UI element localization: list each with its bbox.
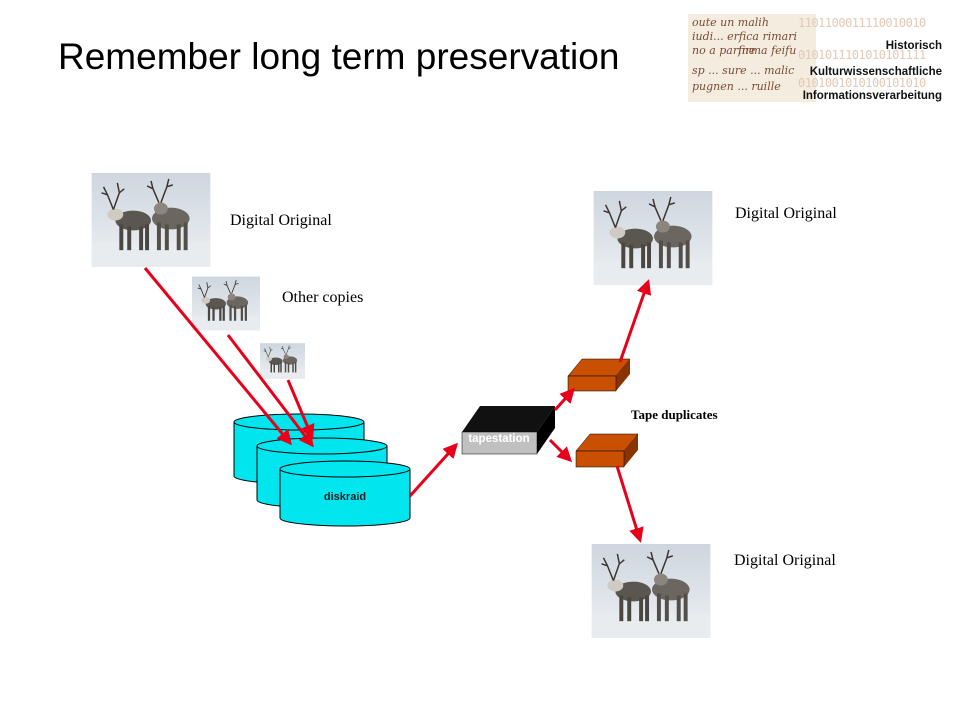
- arrow-small-copy-to-disk: [286, 379, 315, 440]
- manuscript-line: iudi... erfica rimari: [692, 30, 798, 43]
- arrow-original-to-disk: [143, 267, 292, 446]
- arrow-copy-to-disk: [226, 334, 314, 448]
- manuscript-fragment: oute un malih iudi... erfica rimari no a…: [688, 14, 816, 102]
- reindeer-photo-original: [91, 173, 211, 267]
- arrow-tapestation-to-tape-upper: [553, 387, 576, 412]
- label-other-copies: Other copies: [282, 289, 363, 306]
- slide-title: Remember long term preservation: [58, 36, 620, 77]
- logo-bits-line: 0101001010100101010: [798, 76, 926, 90]
- tapestation-label: tapestation: [468, 433, 529, 445]
- arrow-disk-to-tapestation: [408, 442, 459, 498]
- tape-station: tapestation: [461, 406, 555, 455]
- hki-logo: oute un malih iudi... erfica rimari no a…: [688, 14, 950, 102]
- reindeer-photo-restored-bottom: [591, 544, 711, 638]
- manuscript-line: firma feifu: [738, 44, 797, 57]
- logo-bits-line: 1101100011110010010: [798, 16, 926, 30]
- disk-cylinder-front: diskraid: [279, 460, 411, 527]
- logo-word-informationsverarbeitung: Informationsverarbeitung: [802, 90, 942, 102]
- label-digital-original-top-right: Digital Original: [735, 205, 837, 222]
- label-tape-duplicates: Tape duplicates: [631, 407, 718, 422]
- label-digital-original-bottom-right: Digital Original: [734, 552, 836, 569]
- manuscript-line: no a parine: [692, 44, 756, 57]
- tape-duplicate-upper: [567, 358, 631, 392]
- manuscript-line: oute un malih: [692, 16, 769, 29]
- logo-bits-line: 0101011101010101111: [798, 48, 926, 62]
- reindeer-photo-copy-small: [260, 342, 305, 380]
- manuscript-line: pugnen ... ruille: [692, 80, 781, 93]
- label-digital-original-left: Digital Original: [230, 212, 332, 229]
- flow-arrows: [143, 267, 652, 543]
- tape-duplicate-lower: [575, 433, 639, 468]
- arrow-tape-to-original-bottom: [615, 465, 644, 543]
- diskraid-label: diskraid: [324, 491, 366, 503]
- logo-word-historisch: Historisch: [885, 40, 942, 52]
- logo-word-kulturwissenschaftliche: Kulturwissenschaftliche: [809, 66, 942, 78]
- reindeer-photo-copy-medium: [192, 276, 260, 331]
- arrow-tape-to-original-top: [618, 279, 652, 363]
- arrow-tapestation-to-tape-lower: [548, 438, 573, 463]
- manuscript-line: sp ... sure ... malic: [692, 64, 795, 77]
- reindeer-photo-restored-top: [593, 191, 713, 285]
